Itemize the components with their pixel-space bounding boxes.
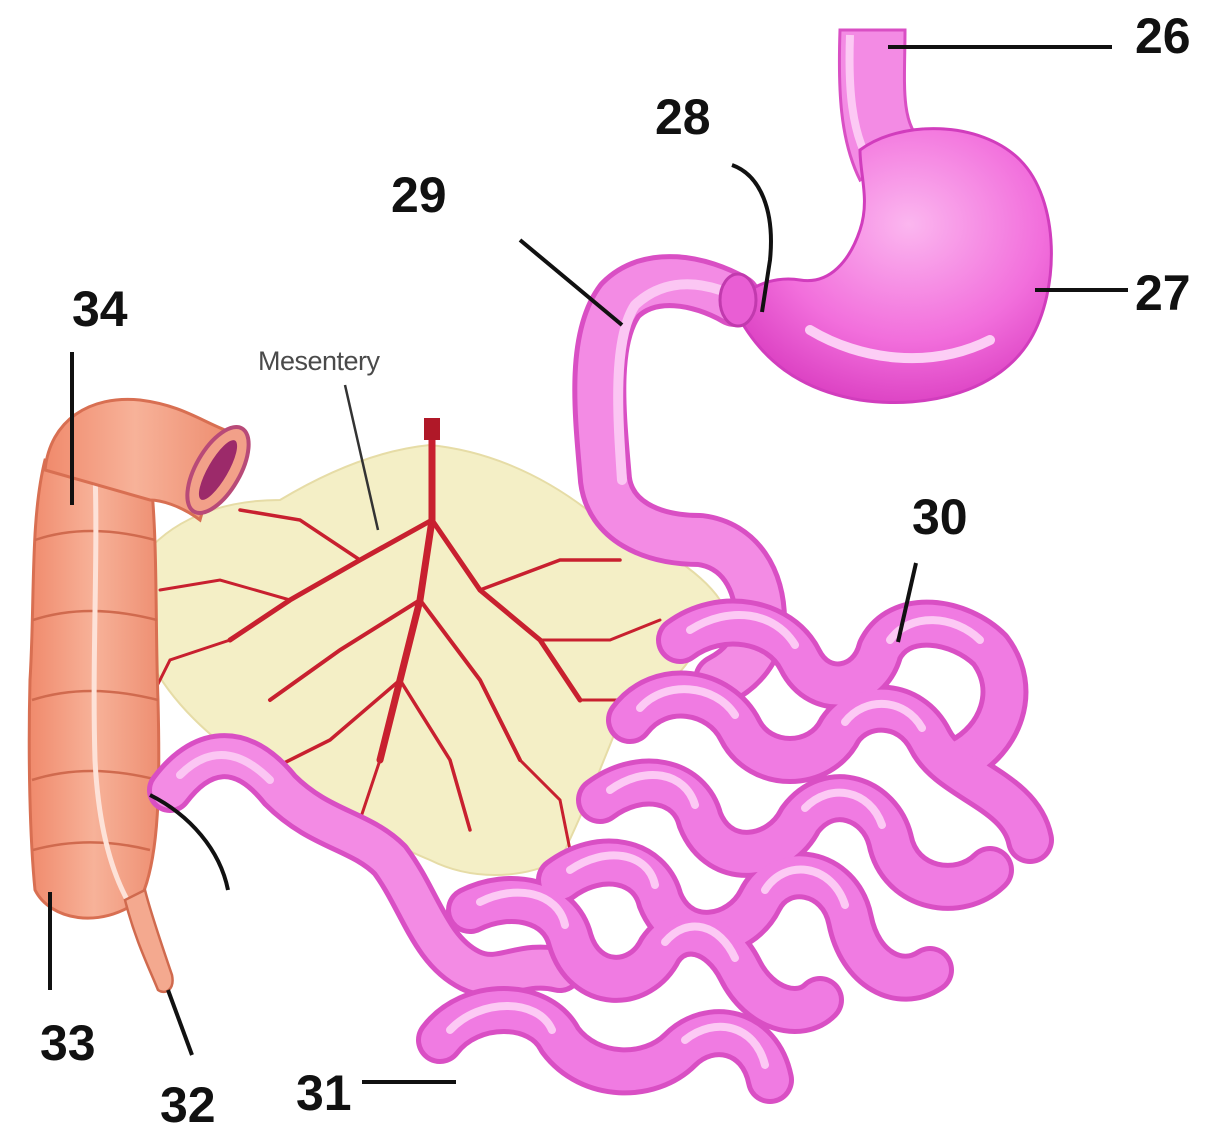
label-28: 28: [655, 89, 711, 145]
label-32: 32: [160, 1077, 216, 1129]
vessel-cut-end: [424, 418, 440, 440]
label-29: 29: [391, 167, 447, 223]
label-33: 33: [40, 1015, 96, 1071]
leader-32: [168, 990, 192, 1055]
label-31: 31: [296, 1065, 352, 1121]
label-27: 27: [1135, 265, 1191, 321]
label-30: 30: [912, 489, 968, 545]
mesentery-label: Mesentery: [258, 346, 381, 376]
label-26: 26: [1135, 8, 1191, 64]
pyloric-sphincter: [720, 274, 756, 326]
label-34: 34: [72, 281, 128, 337]
